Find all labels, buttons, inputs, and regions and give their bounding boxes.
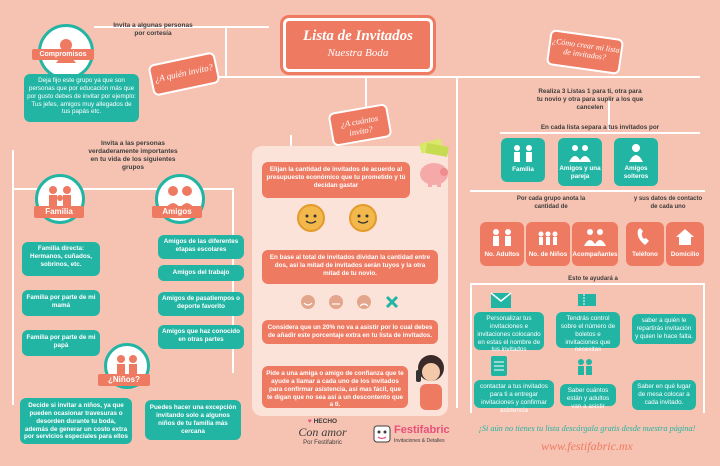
title-main: Lista de Invitados: [302, 28, 413, 44]
ninos-left-card: Decide si invitar a niños, ya que pueden…: [20, 398, 132, 444]
count-label: No. Adultos: [484, 251, 520, 258]
connector: [94, 26, 269, 28]
help-card: Saber en qué lugar de mesa colocar a cad…: [632, 380, 696, 410]
ninos-right-card: Puedes hacer una excepción invitando sol…: [145, 400, 241, 440]
connector: [703, 283, 705, 413]
group-amigos-pareja-card: Amigos y una pareja: [558, 138, 602, 186]
brand-sub: Invitaciones & Detalles: [394, 438, 445, 444]
people-count-icon: [574, 355, 596, 382]
help-card: saber a quién le repartirás invitación y…: [632, 314, 696, 344]
brand-name: Festifabric: [394, 424, 450, 436]
connector: [456, 78, 458, 408]
contact-label: Domicilio: [670, 251, 700, 258]
help-card: contactar a tus invitados para ti a entr…: [474, 380, 554, 414]
ninos-label: ¿Niños?: [98, 374, 150, 386]
help-card: Personalizar tus invitaciones e invitaci…: [474, 312, 544, 353]
por-grupo-text: Por cada grupo anota la cantidad de: [516, 196, 586, 210]
invitation-icon: [490, 290, 512, 315]
woman-phone-icon: [408, 350, 454, 417]
connector: [470, 283, 472, 413]
amigos-item: Amigos que haz conocido en otras partes: [158, 325, 244, 349]
familia-item: Familia por parte de mi papá: [22, 330, 100, 356]
step-extra-card: Considera que un 20% no va a asistir por…: [262, 320, 438, 344]
list-icon: [490, 355, 508, 382]
help-card: Tendrás control sobre el número de bolet…: [556, 312, 620, 353]
group-label: Familia: [512, 166, 534, 173]
amigos-item: Amigos del trabajo: [158, 265, 244, 281]
group-label: Amigos solteros: [623, 165, 649, 180]
hecho-con-amor-logo: ♥ HECHO Con amor Por Festifabric: [285, 418, 360, 462]
amigos-item: Amigos de pasatiempos o deporte favorito: [158, 292, 244, 316]
familia-item: Familia directa: Hermanos, cuñados, sobr…: [22, 242, 100, 276]
money-icon: [416, 138, 452, 163]
step-budget-card: Elijan la cantidad de invitados de acuer…: [262, 162, 410, 198]
step-confirm-card: Pide a una amiga o amigo de confianza qu…: [262, 366, 408, 408]
coin-left-icon: [296, 203, 326, 238]
tickets-icon: [576, 290, 598, 315]
quien-invito-bubble: ¿A quién invito?: [147, 51, 221, 97]
title-banner: Lista de Invitados Nuestra Boda: [283, 18, 433, 72]
piggy-bank-icon: [416, 158, 452, 193]
intro-text: Realiza 3 Listas 1 para ti, otra para tu…: [536, 88, 644, 111]
group-label: Amigos y una pareja: [559, 165, 601, 180]
compromisos-card: Deja fijo este grupo ya que son personas…: [24, 74, 139, 122]
familia-item: Familia por parte de mi mamá: [22, 290, 100, 316]
smile-icon: [300, 294, 316, 315]
neutral-face-icon: [328, 294, 344, 315]
sad-face-icon: [356, 294, 372, 315]
connector: [500, 132, 700, 134]
separa-text: En cada lista separa a tus invitados por: [540, 124, 660, 131]
datos-text: y sus datos de contacto de cada uno: [633, 196, 703, 210]
title-sub: Nuestra Boda: [327, 47, 389, 59]
connector: [200, 76, 700, 78]
invite-important-text: Invita a las personas verdaderamente imp…: [88, 140, 178, 172]
connector: [225, 27, 227, 77]
festifabric-logo-icon: [372, 424, 392, 444]
group-amigos-solteros-card: Amigos solteros: [614, 138, 658, 186]
connector: [12, 188, 232, 190]
como-crear-bubble: ¿Cómo crear mi lista de invitados?: [545, 29, 625, 75]
count-adultos-card: No. Adultos: [480, 222, 524, 266]
help-card: Saber cuántos están y adultos van a asis…: [560, 384, 616, 410]
ayudara-text: Esto te ayudará a: [568, 276, 618, 282]
invite-some-text: Invita a algunas personas por cortesía: [113, 22, 193, 38]
count-acompanantes-card: Acompañantes: [572, 222, 618, 266]
connector: [608, 100, 610, 130]
cuantos-bubble: ¿A cuántos invito?: [327, 103, 393, 147]
coin-right-icon: [348, 203, 378, 238]
step-divide-card: En base al total de invitados dividan la…: [262, 250, 438, 284]
cta-text: ¡Si aún no tienes tu lista descárgala gr…: [478, 424, 696, 433]
logo-line1: ♥ HECHO: [307, 418, 338, 425]
cross-icon: [384, 294, 400, 315]
logo-line2: Con amor: [298, 425, 347, 439]
contact-telefono-card: Teléfono: [626, 222, 664, 266]
familia-label: Familia: [34, 206, 84, 218]
count-label: No. de Niños: [528, 251, 568, 258]
count-label: Acompañantes: [572, 251, 618, 258]
connector: [12, 150, 14, 405]
connector: [365, 76, 367, 116]
website-link[interactable]: www.festifabric.mx: [541, 439, 633, 453]
count-ninos-card: No. de Niños: [526, 222, 570, 266]
compromisos-label: Compromisos: [32, 49, 94, 60]
connector: [470, 190, 705, 192]
contact-domicilio-card: Domicilio: [666, 222, 704, 266]
contact-label: Teléfono: [632, 251, 658, 258]
amigos-label: Amigos: [152, 206, 202, 218]
logo-line3: Por Festifabric: [303, 440, 342, 446]
amigos-item: Amigos de las diferentes etapas escolare…: [158, 235, 244, 259]
group-familia-card: Familia: [501, 138, 545, 182]
connector: [470, 283, 705, 285]
